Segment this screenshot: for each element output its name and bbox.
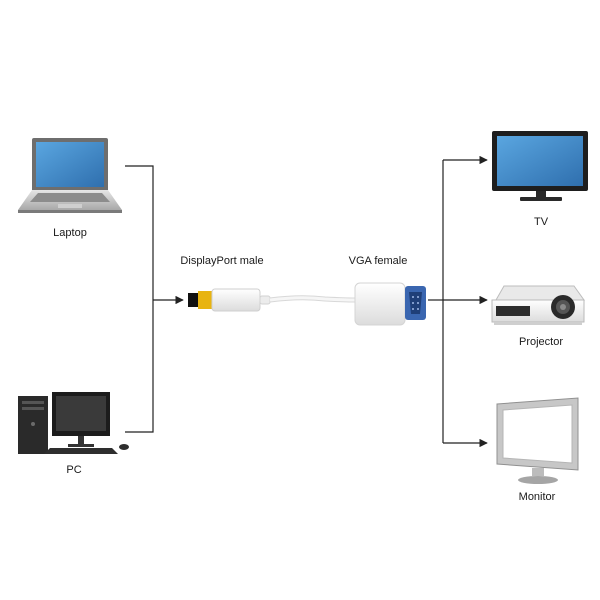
vga-port-icon [354, 282, 426, 326]
laptop-label: Laptop [53, 227, 87, 239]
projector-icon [491, 285, 585, 325]
monitor-label: Monitor [518, 491, 556, 503]
vga-label: VGA female [348, 255, 408, 267]
projector-label: Projector [518, 336, 564, 348]
source-connector-lines [125, 165, 184, 433]
displayport-plug-icon [188, 288, 271, 312]
tv-icon [492, 131, 588, 201]
adapter-cable [269, 295, 356, 303]
tv-label: TV [533, 216, 549, 228]
pc-label: PC [66, 464, 82, 476]
displayport-label: DisplayPort male [180, 255, 264, 267]
desktop-pc-icon [18, 392, 129, 454]
output-connector-lines [428, 155, 488, 448]
laptop-icon [18, 138, 122, 213]
source-bracket-line [125, 165, 154, 433]
monitor-icon [496, 397, 579, 484]
